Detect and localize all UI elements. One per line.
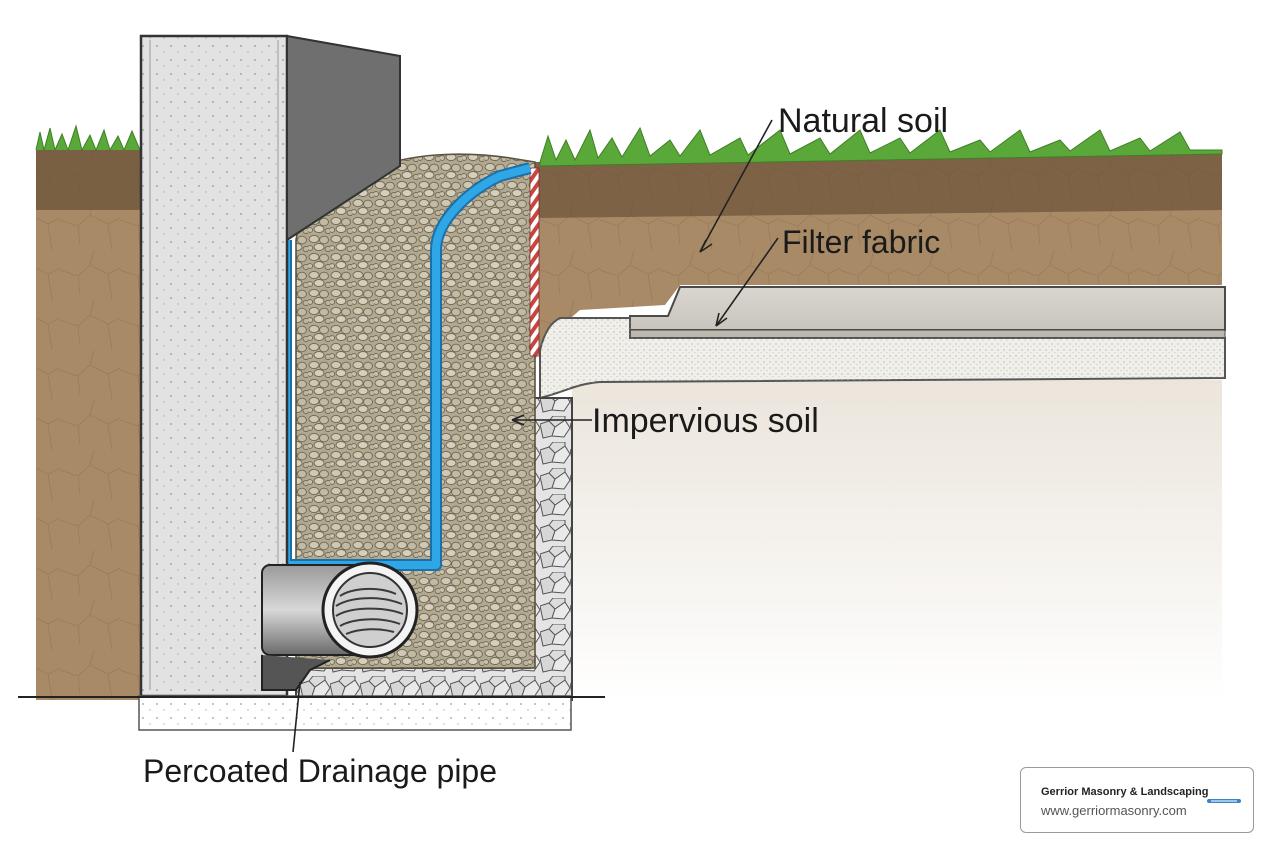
company-name: Gerrior Masonry & Landscaping: [1041, 786, 1209, 798]
filter-fabric-strip: [529, 167, 540, 357]
footing: [18, 695, 605, 731]
company-badge: Gerrior Masonry & Landscaping www.gerrio…: [1020, 767, 1254, 833]
subgrade-fade: [572, 380, 1222, 700]
company-url: www.gerriormasonry.com: [1041, 803, 1187, 818]
left-soil: [35, 124, 146, 700]
leader-lines: [292, 119, 779, 753]
label-natural-soil: Natural soil: [778, 102, 948, 140]
drainage-pipe: [261, 561, 419, 691]
company-logo-icon: [1207, 799, 1241, 803]
label-filter-fabric: Filter fabric: [782, 224, 940, 260]
right-soil: [535, 126, 1223, 360]
sand-bed: [539, 317, 1226, 400]
label-impervious-soil: Impervious soil: [592, 402, 819, 440]
waterproof-membrane: [280, 162, 532, 571]
floor-slab: [629, 286, 1226, 339]
label-drainage-pipe: Percoated Drainage pipe: [143, 753, 497, 789]
